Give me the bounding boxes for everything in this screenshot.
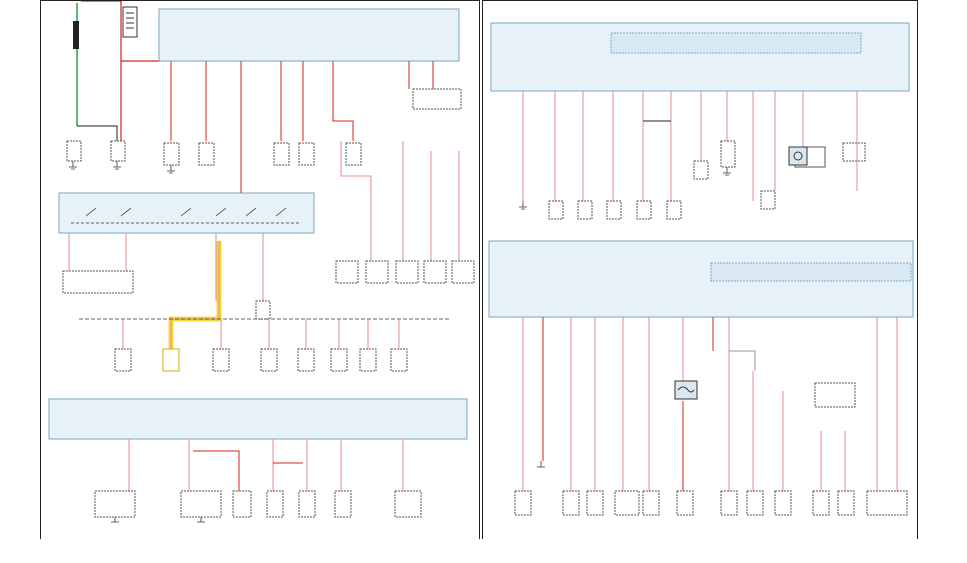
cluster-box-upper — [62, 270, 134, 294]
top-components — [163, 88, 462, 166]
bottom-right-components — [514, 490, 908, 516]
left-diagram-panel — [40, 0, 480, 540]
switch-icon — [71, 207, 301, 224]
pink-wires-top — [340, 141, 460, 261]
starter-relay-box — [255, 300, 271, 320]
white-wire-right — [729, 350, 756, 371]
red-wire-right — [542, 317, 714, 491]
bottom-margin — [0, 539, 967, 563]
fusible-link-icon — [73, 21, 79, 49]
highlighted-wire-core — [170, 241, 220, 349]
top-right-components — [548, 140, 866, 220]
fuse-block-top — [158, 8, 460, 62]
right-diagram-panel — [482, 0, 918, 540]
ground-icon — [69, 161, 205, 523]
red-wires-top — [170, 61, 434, 193]
electronics-sub-block — [610, 32, 862, 54]
generator-box — [66, 140, 82, 162]
red-wire-main — [81, 1, 159, 141]
black-wire-generator — [77, 125, 118, 141]
ignition-switch-block — [58, 192, 315, 234]
battery-icon — [122, 6, 138, 38]
highlighted-wire — [168, 241, 222, 349]
red-wire-bottom — [193, 450, 303, 491]
mid-components — [114, 348, 408, 372]
power-control-module-box — [814, 382, 856, 408]
pink-wires-mid — [68, 233, 264, 301]
starter-box — [110, 140, 126, 162]
right-schematic — [488, 22, 914, 516]
left-schematic — [48, 1, 475, 523]
pink-wires-bottom — [128, 439, 404, 491]
fuse-block-bottom — [48, 398, 468, 440]
pink-wires-bottom-right — [522, 317, 898, 491]
pink-drops — [122, 319, 400, 349]
instrument-panel-outlet-icon — [788, 146, 808, 166]
ground-icon-right — [519, 167, 731, 468]
circuit-breaker-icon — [674, 380, 698, 400]
pink-wires-top-right — [522, 91, 858, 201]
right-column-components — [335, 260, 475, 284]
electronics-sub-block-2 — [710, 262, 912, 282]
right-margin — [918, 0, 967, 563]
bottom-components — [94, 490, 422, 518]
